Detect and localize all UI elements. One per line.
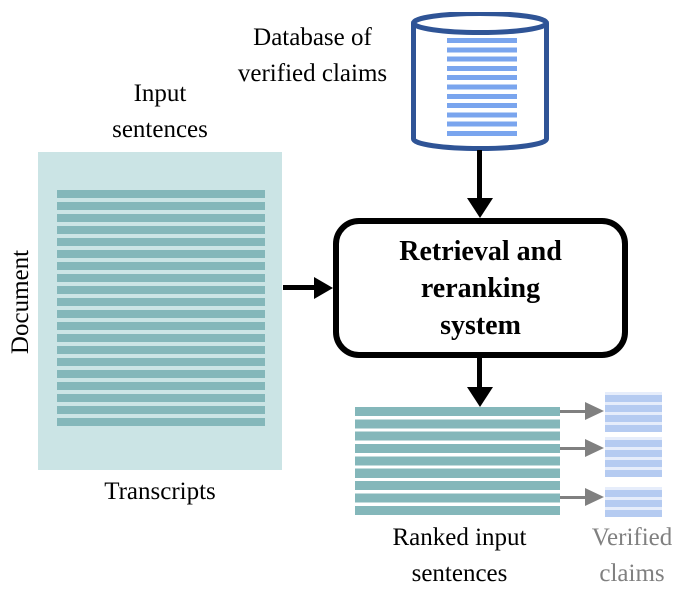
verified-label-line2: claims [599, 560, 665, 587]
document-label: Document [7, 249, 34, 355]
arrow-head [585, 402, 604, 420]
ranked-label-line2: sentences [411, 560, 508, 587]
ranked-sentences-block [355, 407, 560, 515]
arrow-line [477, 150, 482, 198]
input-sentences-label: Input sentences [38, 76, 282, 148]
system-box: Retrieval and reranking system [333, 218, 628, 358]
arrow-line [477, 358, 482, 388]
system-box-line2: reranking [420, 272, 541, 304]
input-label-line1: Input [133, 80, 187, 107]
verified-claims-label: Verified claims [582, 520, 682, 592]
arrow-line [560, 410, 585, 413]
transcripts-label: Transcripts [104, 478, 216, 505]
database-label: Database of verified claims [185, 20, 440, 92]
database-label-line1: Database of [253, 24, 372, 51]
database-label-line2: verified claims [237, 60, 388, 87]
ranked-label-line1: Ranked input [392, 524, 527, 551]
ranked-sentences-label: Ranked input sentences [347, 520, 572, 592]
system-box-line1: Retrieval and [399, 235, 562, 267]
arrow-head [585, 488, 604, 506]
arrow-head [467, 198, 493, 218]
arrow-head [585, 439, 604, 457]
claim-group [605, 487, 662, 517]
claim-group [605, 437, 662, 477]
verified-label-line1: Verified [591, 524, 673, 551]
input-label-line2: sentences [112, 116, 208, 143]
arrow-head [314, 277, 333, 299]
document-block [38, 152, 282, 470]
document-stripes [57, 190, 265, 426]
arrow-line [560, 496, 585, 499]
system-box-line3: system [440, 309, 521, 341]
arrow-head [467, 387, 493, 407]
database-stripes [447, 38, 517, 136]
claim-group [605, 392, 662, 432]
arrow-line [560, 447, 585, 450]
arrow-line [283, 285, 316, 290]
